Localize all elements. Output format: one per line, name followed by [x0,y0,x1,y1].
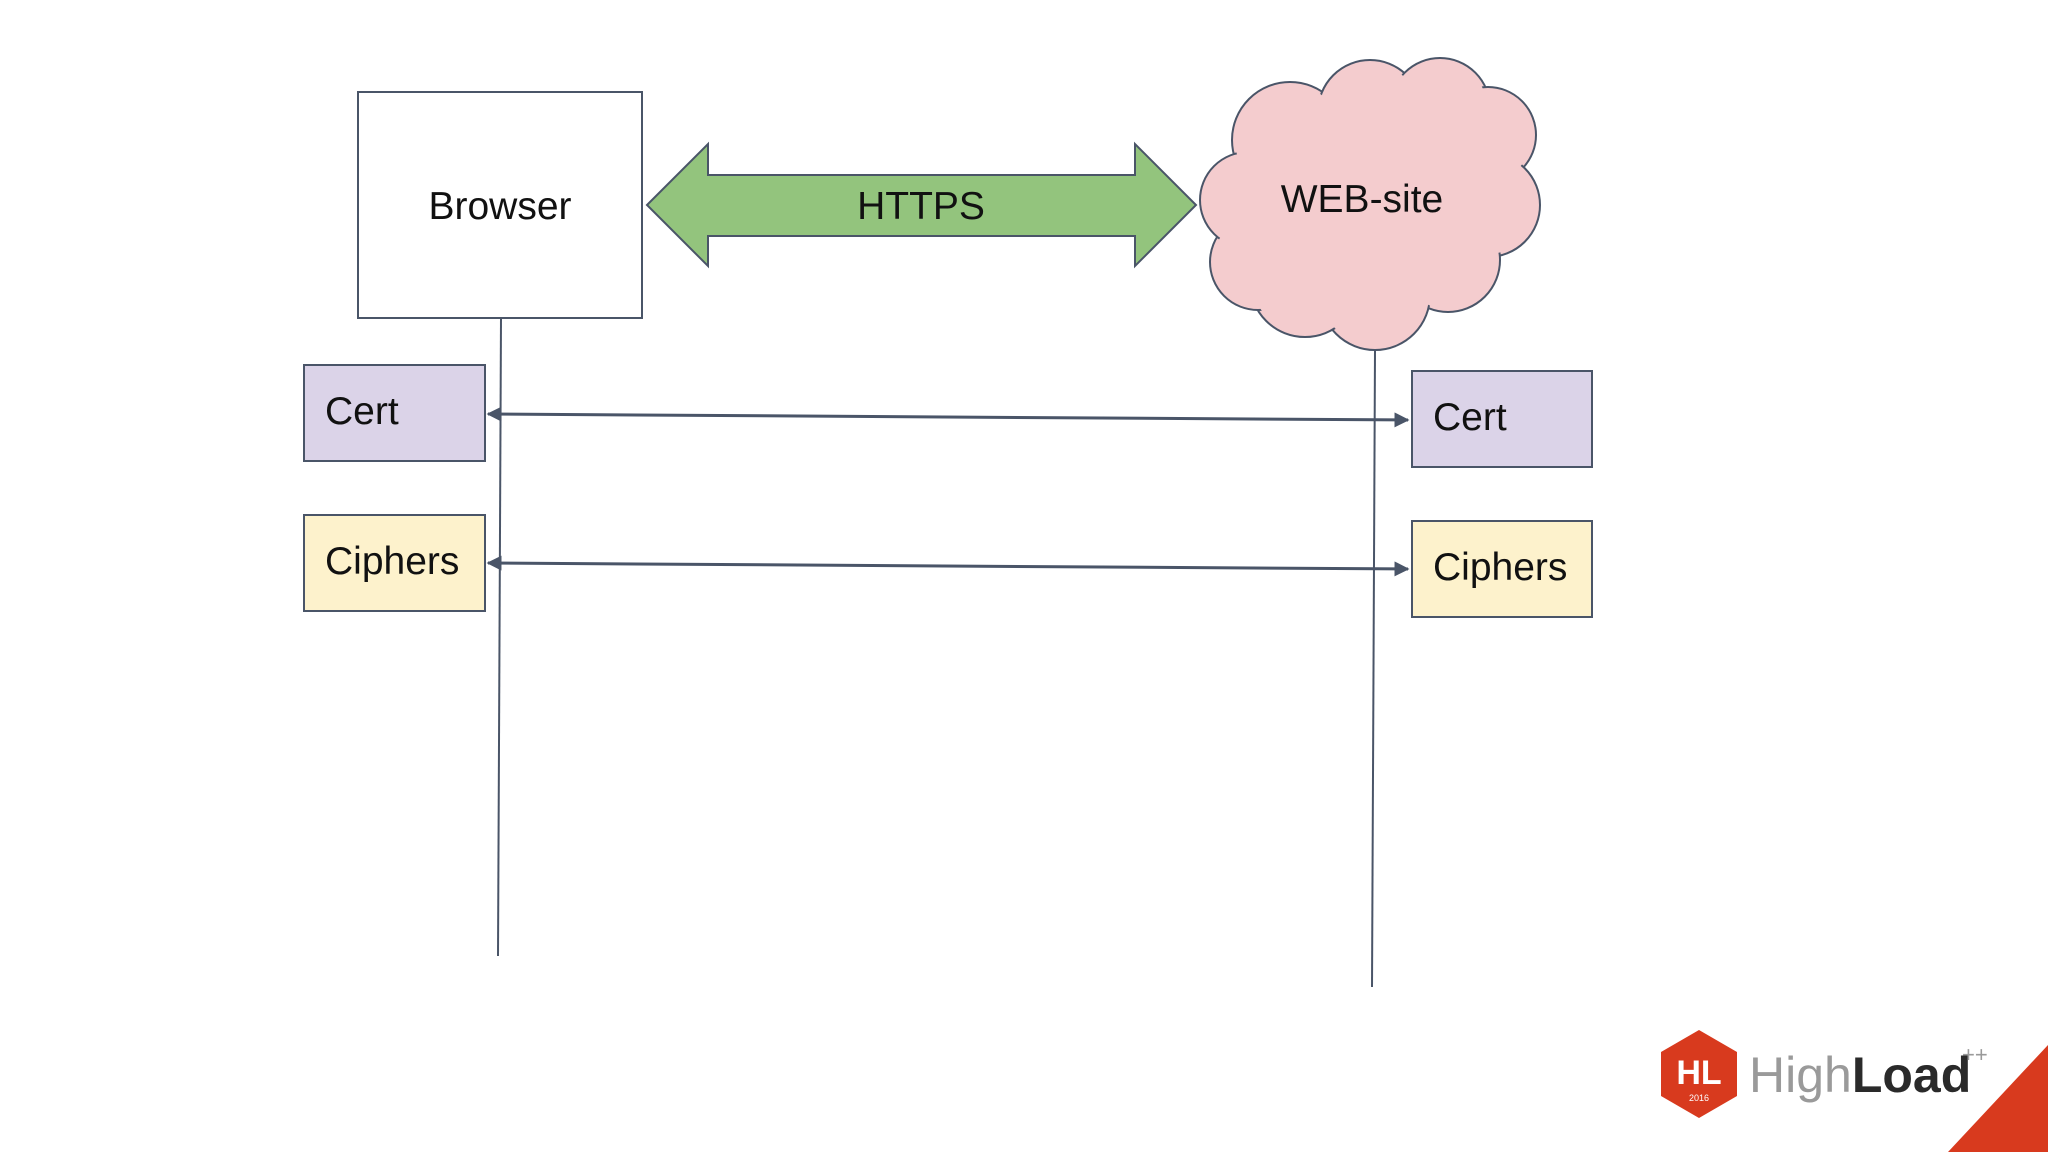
browser-label: Browser [428,185,571,228]
server-ciphers-label: Ciphers [1433,546,1567,589]
corner-accent [1948,1045,2048,1152]
website-cloud [1199,57,1541,351]
client-ciphers-box [303,514,486,612]
logo-text-light: High [1749,1047,1852,1103]
server-cert-box [1411,370,1593,468]
cert-exchange-arrow [486,406,1410,428]
https-label: HTTPS [857,185,985,228]
logo-wordmark: HighLoad [1749,1047,1971,1103]
server-cert-label: Cert [1433,396,1507,439]
client-ciphers-label: Ciphers [325,540,459,583]
ciphers-exchange-arrow [486,555,1410,577]
browser-box [357,91,643,319]
https-double-arrow [645,141,1198,269]
logo-superscript: ++ [1962,1042,1988,1067]
server-ciphers-box [1411,520,1593,618]
logo-text-bold: Load [1852,1047,1971,1103]
highload-logo: HL 2016 HighLoad ++ [1661,1030,1988,1118]
logo-badge-text: HL [1676,1054,1721,1092]
client-cert-label: Cert [325,390,399,433]
website-lifeline [1371,349,1376,988]
website-label: WEB-site [1281,178,1444,221]
logo-badge-year: 2016 [1689,1093,1709,1103]
logo-badge-hexagon [1661,1030,1737,1118]
client-cert-box [303,364,486,462]
